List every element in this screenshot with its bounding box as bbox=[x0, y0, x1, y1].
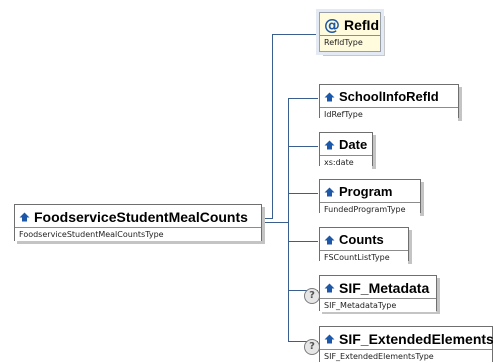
optional-question-icon: ? bbox=[304, 288, 320, 304]
child-name: Counts bbox=[339, 232, 384, 247]
child-name: Program bbox=[339, 184, 393, 199]
child-node-schoolinforefid[interactable]: SchoolInfoRefId IdRefType bbox=[319, 84, 459, 121]
attribute-name: RefId bbox=[344, 16, 379, 33]
child-type: xs:date bbox=[320, 155, 372, 169]
root-element-name: FoodserviceStudentMealCounts bbox=[34, 208, 248, 225]
optional-question-icon: ? bbox=[304, 339, 320, 355]
attribute-node-refid[interactable]: @ RefId RefIdType bbox=[319, 12, 381, 52]
element-icon bbox=[324, 235, 335, 244]
child-name: SIF_ExtendedElements bbox=[339, 330, 493, 347]
child-node-sif-extendedelements[interactable]: SIF_ExtendedElements SIF_ExtendedElement… bbox=[319, 326, 493, 363]
element-icon bbox=[324, 92, 335, 101]
attribute-at-icon: @ bbox=[324, 14, 340, 34]
child-type: IdRefType bbox=[320, 107, 458, 121]
child-node-sif-metadata[interactable]: SIF_Metadata SIF_MetadataType bbox=[319, 275, 437, 312]
element-icon bbox=[19, 212, 30, 221]
root-element-header: FoodserviceStudentMealCounts bbox=[15, 205, 261, 227]
connector-root-to-attribute bbox=[262, 34, 318, 219]
child-type: SIF_ExtendedElementsType bbox=[320, 349, 492, 363]
element-icon bbox=[324, 187, 335, 196]
attribute-header: @ RefId bbox=[320, 13, 380, 35]
child-node-counts[interactable]: Counts FSCountListType bbox=[319, 227, 409, 264]
child-type: FundedProgramType bbox=[320, 202, 420, 216]
child-name: SchoolInfoRefId bbox=[339, 89, 439, 104]
element-icon bbox=[324, 334, 335, 343]
child-header: Date bbox=[320, 133, 372, 155]
child-header: SIF_Metadata bbox=[320, 276, 436, 298]
child-header: Program bbox=[320, 180, 420, 202]
child-header: Counts bbox=[320, 228, 408, 250]
attribute-type: RefIdType bbox=[320, 35, 380, 49]
child-node-program[interactable]: Program FundedProgramType bbox=[319, 179, 421, 216]
child-type: SIF_MetadataType bbox=[320, 298, 436, 312]
child-header: SchoolInfoRefId bbox=[320, 85, 458, 107]
child-type: FSCountListType bbox=[320, 250, 408, 264]
child-header: SIF_ExtendedElements bbox=[320, 327, 493, 349]
root-element-type: FoodserviceStudentMealCountsType bbox=[15, 227, 261, 241]
element-icon bbox=[324, 140, 335, 149]
element-icon bbox=[324, 283, 335, 292]
child-name: SIF_Metadata bbox=[339, 279, 430, 296]
root-element-node[interactable]: FoodserviceStudentMealCounts Foodservice… bbox=[14, 204, 262, 241]
child-node-date[interactable]: Date xs:date bbox=[319, 132, 373, 169]
child-name: Date bbox=[339, 137, 368, 152]
